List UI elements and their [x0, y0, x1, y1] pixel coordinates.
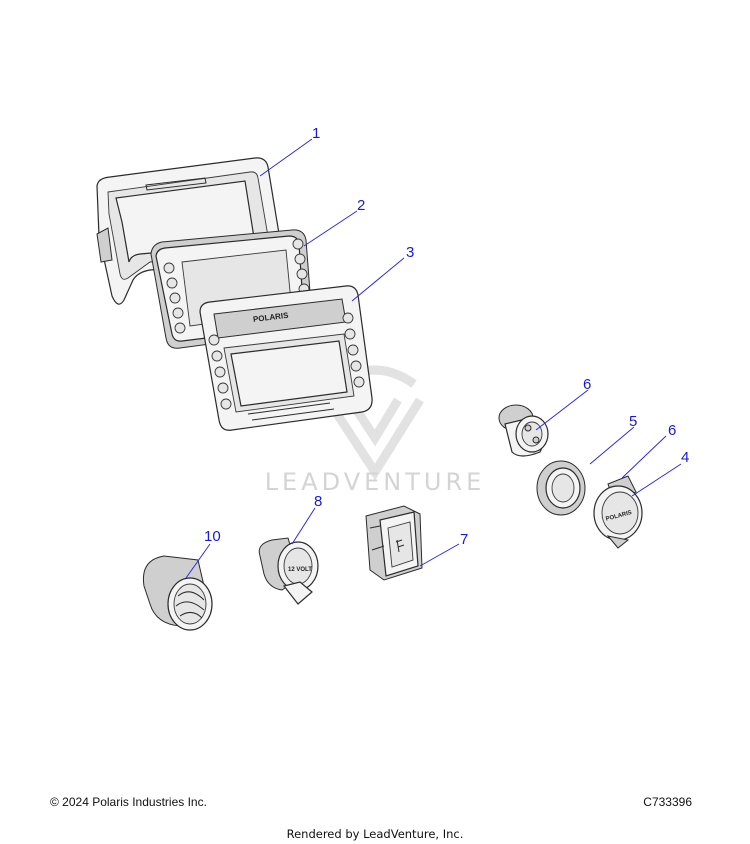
part-4-cap[interactable]: POLARIS	[593, 475, 643, 549]
callout-8: 8	[314, 493, 322, 510]
callout-5: 5	[629, 413, 637, 430]
callout-numbers: 1 2 3 4 5 6 6 7 8 10	[204, 125, 689, 548]
drawing-number: C733396	[643, 795, 692, 809]
part-6-usb-socket[interactable]	[498, 404, 549, 457]
leader-lines	[185, 138, 682, 579]
rendered-by-text: Rendered by LeadVenture, Inc.	[286, 827, 464, 841]
callout-7: 7	[460, 531, 468, 548]
part-7-rocker-switch[interactable]	[365, 505, 423, 581]
part-5-retaining-ring[interactable]	[536, 460, 586, 516]
outlet-label-text: 12 VOLT	[288, 567, 312, 573]
copyright-text: © 2024 Polaris Industries Inc.	[50, 795, 207, 809]
part-3-bezel[interactable]: POLARIS	[199, 285, 373, 431]
callout-4: 4	[681, 449, 689, 466]
callout-10: 10	[204, 528, 221, 545]
bezel-logo-text: POLARIS	[253, 311, 290, 324]
callout-2: 2	[357, 197, 365, 214]
callout-1: 1	[312, 125, 320, 142]
part-8-12v-outlet[interactable]: 12 VOLT	[258, 537, 319, 605]
part-10-accessory-plug[interactable]	[142, 555, 213, 631]
callout-6-usb: 6	[583, 376, 591, 393]
callout-3: 3	[406, 244, 414, 261]
callout-6-cap: 6	[668, 422, 676, 439]
watermark-text: LEADVENTURE	[265, 468, 486, 496]
